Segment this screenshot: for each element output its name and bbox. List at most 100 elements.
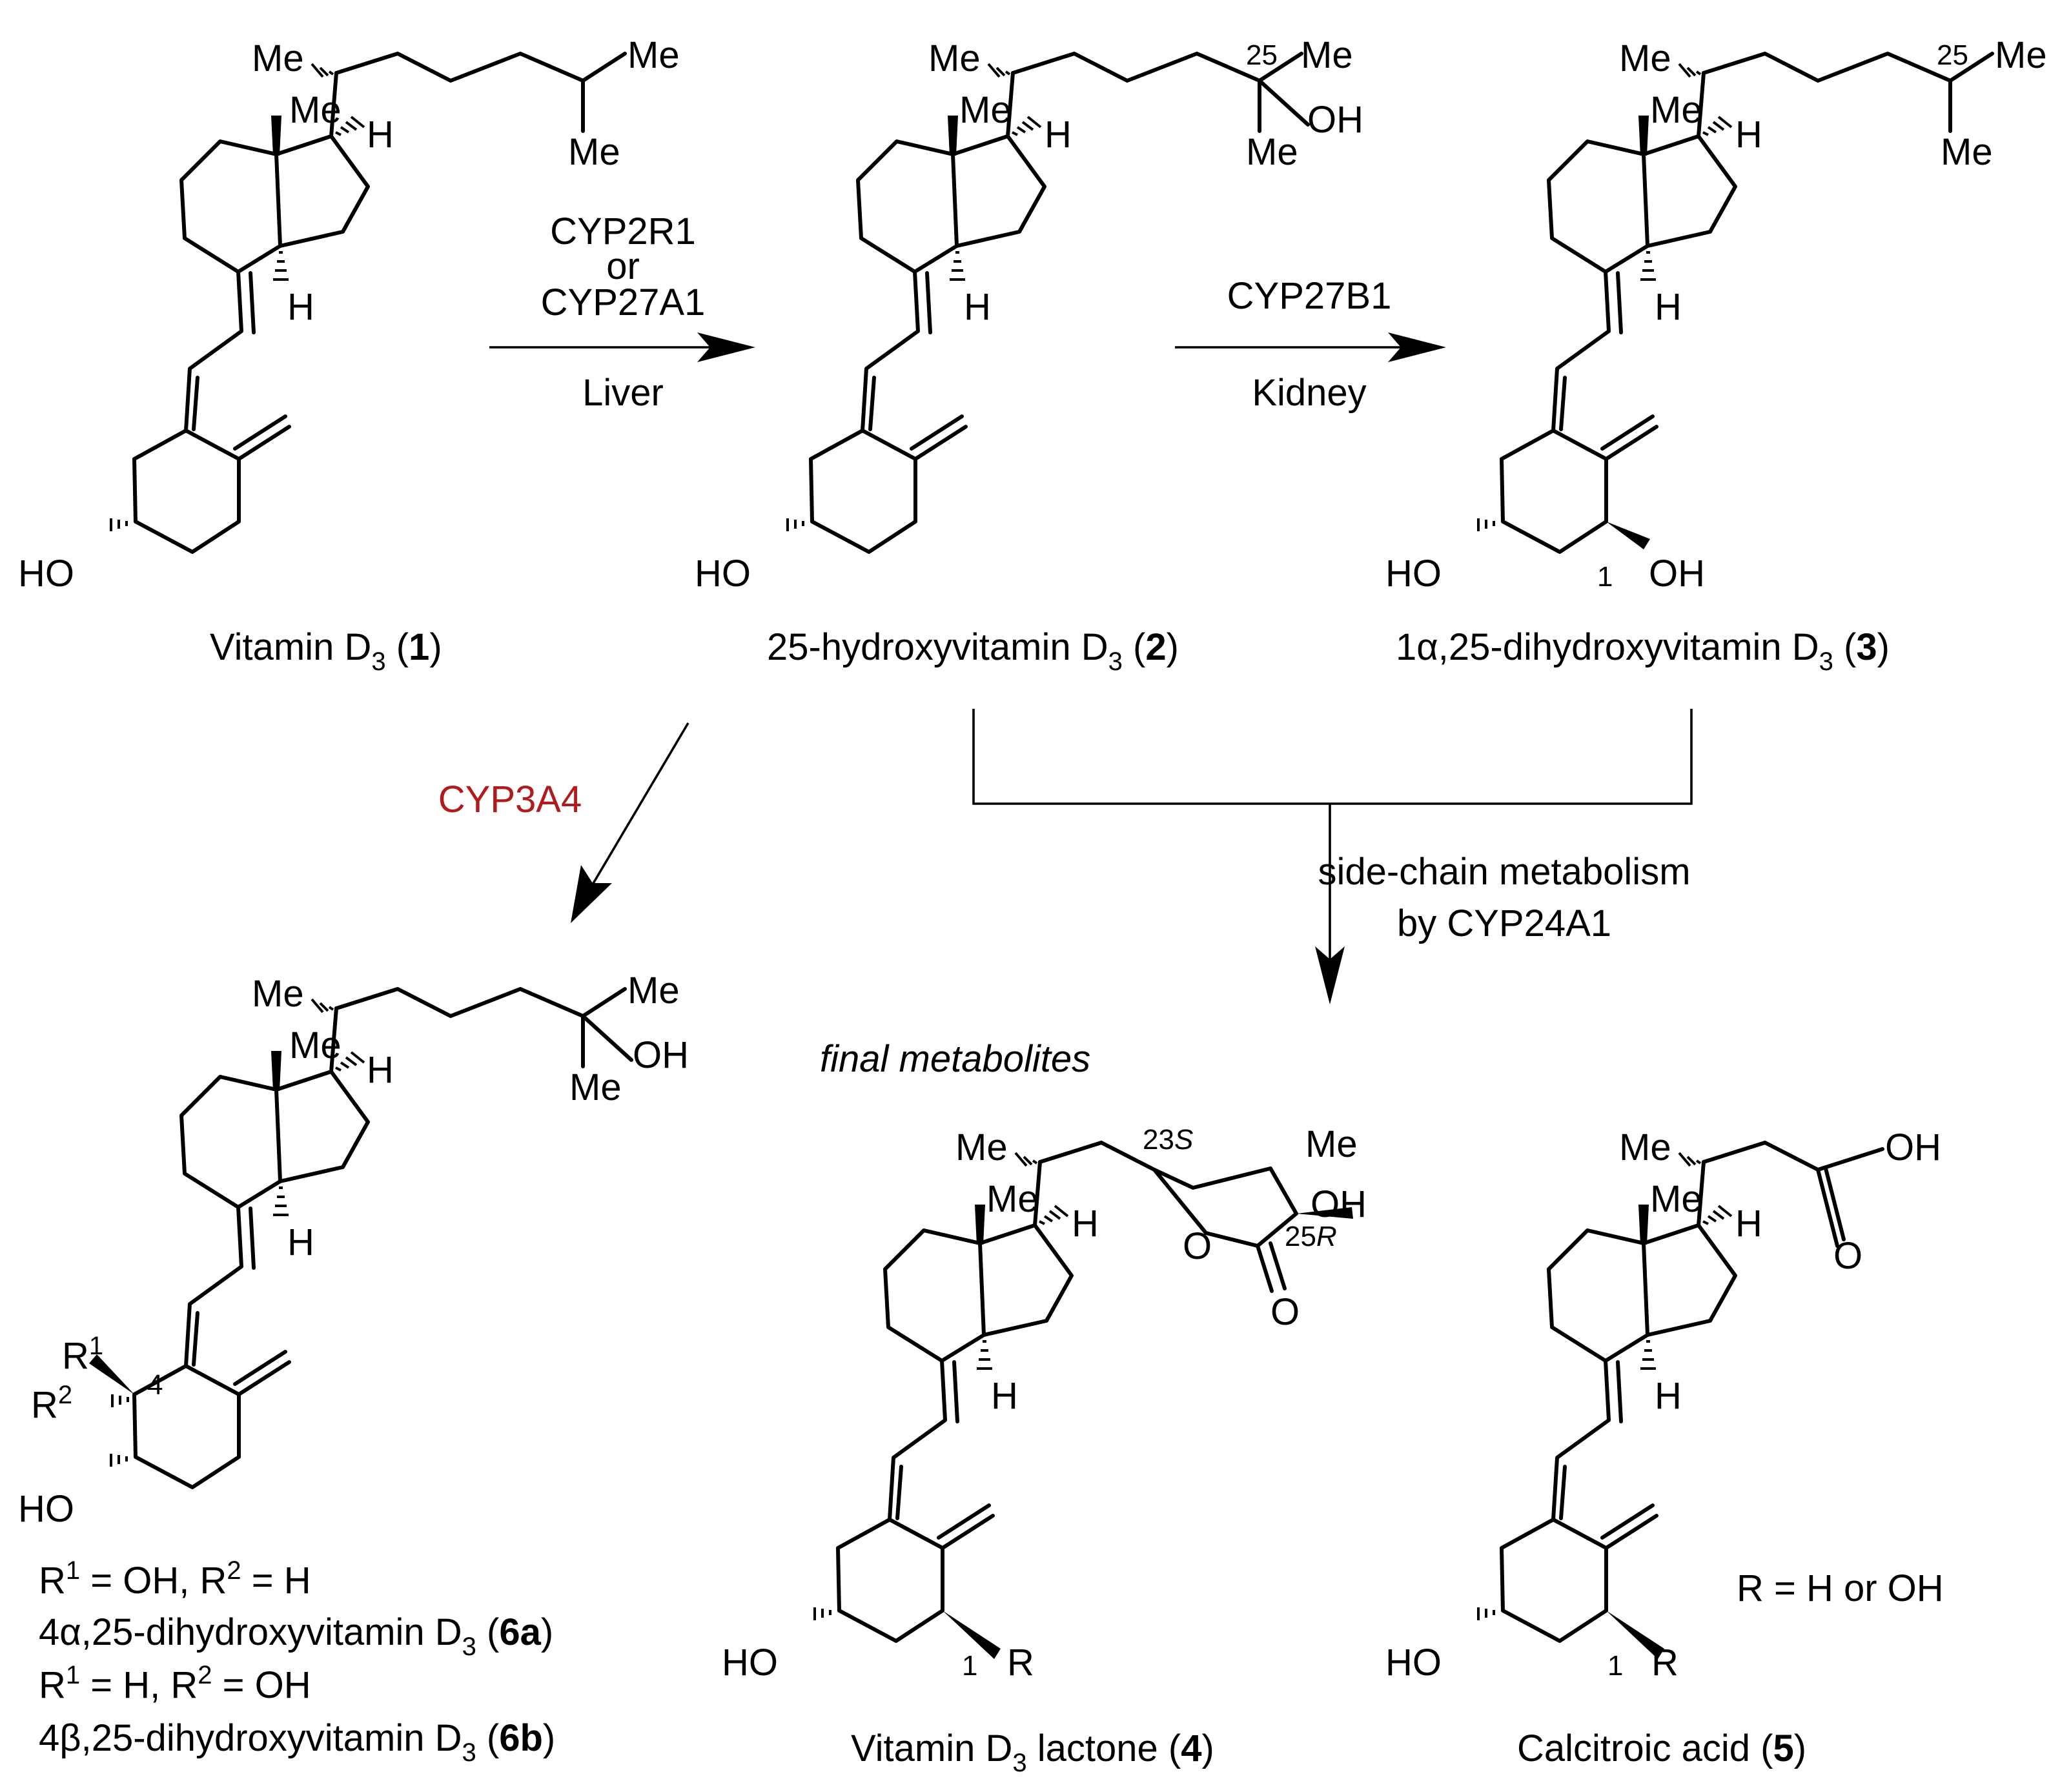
compound-6-labels: Me Me H H Me OH Me HO R1 R2 4 bbox=[18, 970, 689, 1530]
c25-locant: 25 bbox=[1937, 39, 1968, 71]
enzyme-cyp2r1: CYP2R1 bbox=[550, 210, 696, 252]
compound-6-structure bbox=[89, 987, 633, 1487]
compound-3-caption: 1α,25-dihydroxyvitamin D3 (3) bbox=[1396, 626, 1890, 676]
organ-kidney: Kidney bbox=[1252, 372, 1366, 414]
compound-4-structure bbox=[815, 1141, 1353, 1641]
reaction-arrow-3: CYP3A4 bbox=[438, 722, 689, 923]
angular-methyl-label: Me bbox=[289, 1024, 342, 1066]
compound-5-structure bbox=[1478, 1141, 1884, 1659]
reaction-arrow-2: CYP27B1 Kidney bbox=[1175, 275, 1446, 414]
cyp24a1-label: by CYP24A1 bbox=[1397, 902, 1611, 944]
compound-3-labels: Me Me H H 25 Me Me HO 1 OH bbox=[1385, 34, 2047, 595]
methyl-label: Me bbox=[252, 37, 304, 79]
ho-label: HO bbox=[18, 553, 74, 595]
angular-methyl-label: Me bbox=[1650, 1178, 1702, 1220]
r-definition-6b: R1 = H, R2 = OH bbox=[39, 1661, 311, 1706]
r1-label: R1 bbox=[62, 1332, 103, 1377]
svg-text:Calcitroic acid (5): Calcitroic acid (5) bbox=[1517, 1727, 1806, 1769]
compound-1-structure bbox=[111, 52, 627, 552]
h14-label: H bbox=[287, 1221, 314, 1263]
h17-label: H bbox=[367, 114, 394, 156]
h17-label: H bbox=[1045, 114, 1072, 156]
r-definition: R = H or OH bbox=[1737, 1567, 1944, 1609]
compound-6b-caption: 4β,25-dihydroxyvitamin D3 (6b) bbox=[39, 1717, 555, 1767]
c25-locant: 25R bbox=[1285, 1221, 1337, 1252]
methyl-label: Me bbox=[627, 34, 680, 76]
h17-label: H bbox=[1735, 1203, 1762, 1245]
compound-2-structure bbox=[788, 52, 1310, 552]
carbonyl-oxygen-label: O bbox=[1270, 1291, 1300, 1333]
compound-6a-caption: 4α,25-dihydroxyvitamin D3 (6a) bbox=[39, 1611, 553, 1661]
angular-methyl-label: Me bbox=[986, 1178, 1039, 1220]
r-label: R bbox=[1651, 1642, 1678, 1684]
compound-6-substituents: R1 = OH, R2 = H 4α,25-dihydroxyvitamin D… bbox=[39, 1556, 555, 1767]
final-metabolites-label: final metabolites bbox=[820, 1038, 1090, 1080]
compound-2-labels: Me Me H H 25 Me OH Me HO bbox=[695, 34, 1363, 595]
svg-text:25-hydroxyvitamin D3 (2): 25-hydroxyvitamin D3 (2) bbox=[767, 626, 1179, 676]
c4-locant: 4 bbox=[147, 1369, 163, 1401]
acid-carbonyl-label: O bbox=[1833, 1235, 1862, 1277]
h14-label: H bbox=[1655, 286, 1682, 328]
c1-locant: 1 bbox=[1597, 561, 1613, 593]
oh-label: OH bbox=[1307, 99, 1363, 141]
enzyme-cyp3a4: CYP3A4 bbox=[438, 779, 582, 820]
methyl-label: Me bbox=[1305, 1123, 1358, 1165]
compound-3-structure bbox=[1478, 52, 1994, 552]
ho-label: HO bbox=[695, 553, 751, 595]
c1-locant: 1 bbox=[962, 1650, 977, 1682]
organ-liver: Liver bbox=[582, 372, 664, 414]
c1-locant: 1 bbox=[1607, 1650, 1623, 1682]
angular-methyl-label: Me bbox=[289, 89, 342, 131]
r-definition-6a: R1 = OH, R2 = H bbox=[39, 1556, 311, 1602]
ho-label: HO bbox=[1385, 553, 1442, 595]
compound-2-caption: 25-hydroxyvitamin D3 (2) bbox=[767, 626, 1179, 676]
acid-oh-label: OH bbox=[1885, 1126, 1941, 1168]
h14-label: H bbox=[991, 1375, 1018, 1417]
h17-label: H bbox=[367, 1049, 394, 1091]
compound-1-labels: Me Me H H Me Me HO bbox=[18, 34, 680, 595]
methyl-label: Me bbox=[627, 970, 680, 1012]
methyl-label: Me bbox=[955, 1126, 1008, 1168]
ho-label: HO bbox=[722, 1642, 778, 1684]
h17-label: H bbox=[1072, 1203, 1099, 1245]
oh-label: OH bbox=[1649, 553, 1705, 595]
reaction-arrow-4: side-chain metabolism by CYP24A1 bbox=[972, 709, 1693, 1004]
angular-methyl-label: Me bbox=[1650, 89, 1702, 131]
h14-label: H bbox=[1655, 1375, 1682, 1417]
compound-4-r-wedge bbox=[943, 1611, 1001, 1659]
r2-label: R2 bbox=[31, 1381, 72, 1426]
methyl-label: Me bbox=[1246, 131, 1298, 173]
h14-label: H bbox=[964, 286, 991, 328]
c23-locant: 23S bbox=[1143, 1124, 1193, 1156]
svg-text:Vitamin D3 lactone (4): Vitamin D3 lactone (4) bbox=[851, 1727, 1214, 1777]
methyl-label: Me bbox=[569, 1066, 622, 1108]
compound-5-caption: Calcitroic acid (5) bbox=[1517, 1727, 1806, 1769]
compound-1-caption: Vitamin D3 (1) bbox=[210, 626, 442, 676]
methyl-label: Me bbox=[1995, 34, 2047, 76]
methyl-label: Me bbox=[928, 37, 981, 79]
methyl-label: Me bbox=[1619, 1126, 1671, 1168]
oh-label: OH bbox=[633, 1034, 689, 1076]
ho-label: HO bbox=[1385, 1642, 1442, 1684]
enzyme-cyp27a1: CYP27A1 bbox=[541, 281, 706, 323]
enzyme-cyp27b1: CYP27B1 bbox=[1227, 275, 1392, 317]
svg-text:1α,25-dihydroxyvitamin D3 (3): 1α,25-dihydroxyvitamin D3 (3) bbox=[1396, 626, 1890, 676]
h14-label: H bbox=[287, 286, 314, 328]
or-label: or bbox=[606, 245, 640, 287]
compound-5-labels: Me Me H H OH O HO 1 R bbox=[1385, 1126, 1941, 1684]
lactone-oxygen-label: O bbox=[1183, 1225, 1212, 1267]
methyl-label: Me bbox=[1301, 34, 1353, 76]
oh-label: OH bbox=[1311, 1183, 1367, 1225]
methyl-label: Me bbox=[252, 973, 304, 1015]
ho-label: HO bbox=[18, 1488, 74, 1530]
methyl-label: Me bbox=[1941, 131, 1993, 173]
angular-methyl-label: Me bbox=[959, 89, 1012, 131]
methyl-label: Me bbox=[1619, 37, 1671, 79]
r-label: R bbox=[1007, 1642, 1034, 1684]
side-chain-label: side-chain metabolism bbox=[1318, 851, 1690, 893]
h17-label: H bbox=[1735, 114, 1762, 156]
reaction-arrow-1: CYP2R1 or CYP27A1 Liver bbox=[489, 210, 755, 414]
compound-4-caption: Vitamin D3 lactone (4) bbox=[851, 1727, 1214, 1777]
compound-4-labels: Me Me H H 23S Me OH O 25R O HO 1 R bbox=[722, 1123, 1367, 1684]
